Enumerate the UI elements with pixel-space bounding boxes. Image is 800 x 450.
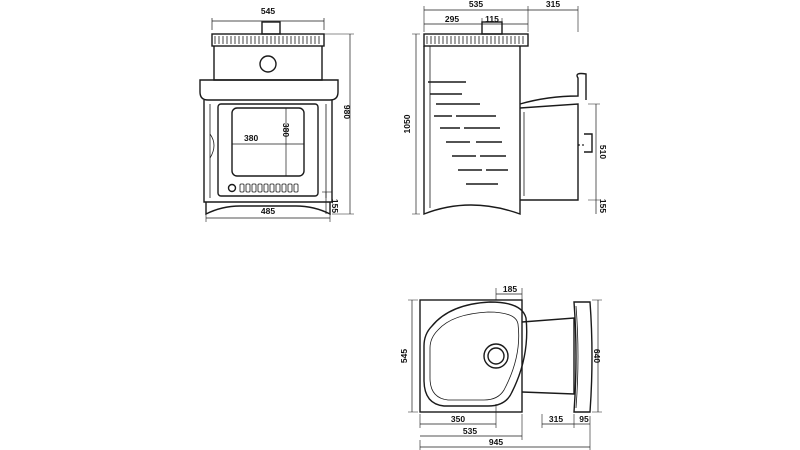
side-ribs bbox=[428, 81, 508, 185]
top-dim-width: 545 bbox=[399, 349, 409, 363]
side-dim-depth: 535 bbox=[469, 0, 483, 9]
door-frame bbox=[217, 103, 319, 197]
top-basket bbox=[423, 301, 528, 407]
top-dim-depth: 535 bbox=[463, 426, 477, 436]
top-dim-tank-width: 640 bbox=[592, 349, 602, 363]
front-dim-base-height: 155 bbox=[330, 199, 340, 213]
top-chimney-inner bbox=[487, 347, 505, 365]
top-dim-firebox-depth: 350 bbox=[451, 414, 465, 424]
front-dim-door-width: 380 bbox=[244, 133, 258, 143]
front-view: 545 380 380 980 155 485 bbox=[199, 6, 354, 222]
ash-pan-vents bbox=[239, 183, 299, 193]
front-dim-base-width: 485 bbox=[261, 206, 275, 216]
side-crown-stones bbox=[426, 36, 524, 44]
top-chimney-outer bbox=[483, 343, 509, 369]
front-crown-stones bbox=[214, 36, 320, 44]
top-tank bbox=[521, 317, 575, 395]
side-view: 535 315 295 115 1050 510 155 bbox=[402, 0, 608, 216]
chimney-opening-front bbox=[259, 55, 277, 73]
front-dim-door-height: 380 bbox=[281, 123, 291, 137]
top-dim-tank-depth: 315 bbox=[549, 414, 563, 424]
top-dim-lip: 95 bbox=[579, 414, 589, 424]
side-dim-offset: 295 bbox=[445, 14, 459, 24]
top-view: 185 545 640 350 315 95 535 945 bbox=[399, 284, 602, 450]
side-dim-height-total: 1050 bbox=[402, 114, 412, 133]
side-dim-tank: 315 bbox=[546, 0, 560, 9]
side-dim-chimney: 115 bbox=[485, 14, 499, 24]
side-dim-tank-height: 510 bbox=[598, 145, 608, 159]
top-dim-chimney-offset: 185 bbox=[503, 284, 517, 294]
top-dim-total-length: 945 bbox=[489, 437, 503, 447]
door-glass bbox=[231, 107, 305, 177]
water-tank bbox=[519, 103, 579, 201]
front-dim-height-total: 980 bbox=[342, 105, 352, 119]
side-dim-base-height: 155 bbox=[598, 199, 608, 213]
front-dim-width-top: 545 bbox=[261, 6, 275, 16]
vent-knob bbox=[227, 183, 237, 193]
